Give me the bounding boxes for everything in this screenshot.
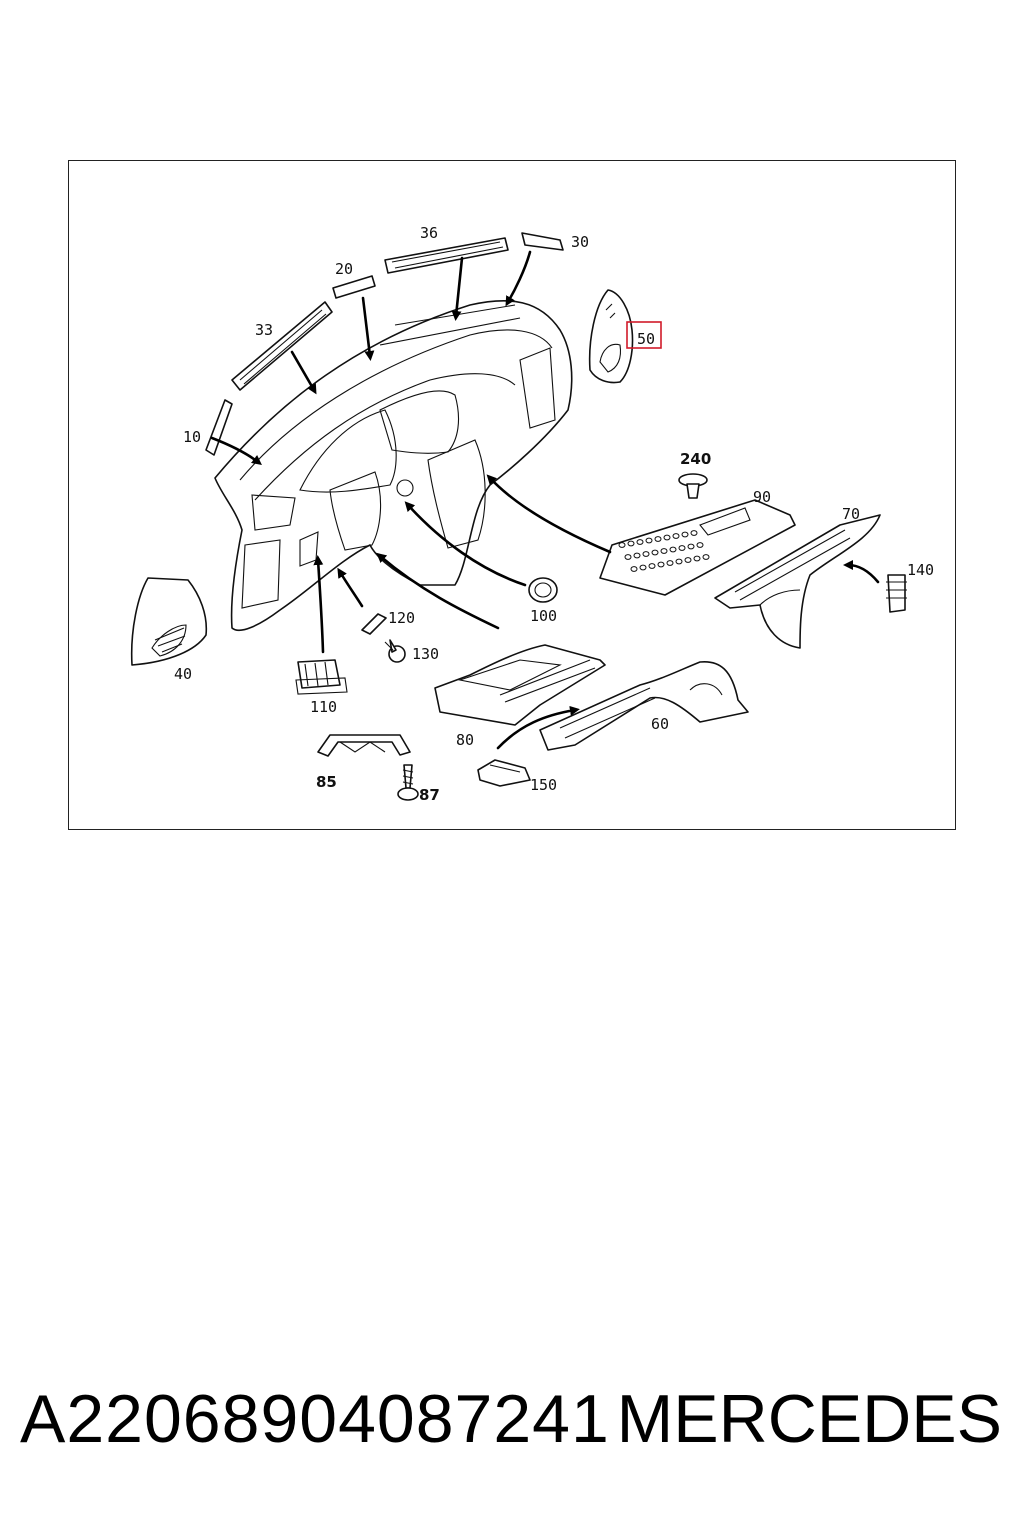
panel-hole <box>624 554 632 560</box>
label-33: 33 <box>255 321 273 339</box>
label-30: 30 <box>571 233 589 251</box>
label-150: 150 <box>530 776 557 794</box>
brand-text: MERCEDES <box>616 1381 1002 1457</box>
label-85: 85 <box>316 773 337 791</box>
panel-hole <box>633 552 641 559</box>
part-130-screw <box>384 639 406 663</box>
label-87: 87 <box>419 786 440 804</box>
part-87-screw <box>397 764 419 801</box>
part-150-switch <box>477 759 531 787</box>
label-50: 50 <box>637 330 655 348</box>
part-100-ring <box>404 501 558 603</box>
part-85-bracket <box>317 734 411 757</box>
panel-hole <box>681 531 689 538</box>
dashboard-body <box>214 300 573 632</box>
panel-hole <box>687 543 695 550</box>
label-10: 10 <box>183 428 201 446</box>
panel-hole <box>651 549 659 556</box>
part-36-defrost-vent <box>384 237 509 321</box>
label-60: 60 <box>651 715 669 733</box>
panel-hole <box>642 551 650 557</box>
footer-bar: A22068904087241 MERCEDES <box>0 1380 1024 1470</box>
label-90: 90 <box>753 488 771 506</box>
panel-hole <box>702 554 710 560</box>
panel-hole <box>678 545 686 551</box>
panel-hole <box>660 548 668 554</box>
panel-hole <box>690 530 698 536</box>
panel-hole <box>675 558 683 565</box>
part-80-lower-panel <box>434 644 606 726</box>
part-70-lower-trim <box>714 514 881 649</box>
part-20-center-vent <box>332 275 376 361</box>
part-140-sensor <box>843 560 907 613</box>
label-130: 130 <box>412 645 439 663</box>
panel-hole <box>663 534 671 541</box>
label-100: 100 <box>530 607 557 625</box>
panel-hole <box>645 537 653 544</box>
panel-hole <box>684 557 692 563</box>
panel-hole <box>657 561 665 568</box>
part-33-left-defrost-vent <box>231 301 333 395</box>
part-120-clip <box>337 567 387 635</box>
panel-hole <box>636 539 644 545</box>
panel-hole <box>618 542 626 548</box>
diagram-frame <box>68 160 956 830</box>
panel-hole <box>654 536 662 542</box>
part-10-side-strip <box>205 399 262 466</box>
label-240: 240 <box>680 450 711 468</box>
arrow-90 <box>486 474 612 554</box>
label-70: 70 <box>842 505 860 523</box>
panel-hole <box>672 533 680 539</box>
panel-hole <box>696 542 704 548</box>
panel-hole <box>693 555 701 562</box>
panel-hole <box>627 540 635 547</box>
highlight-box-50 <box>626 321 662 349</box>
callout-labels: 36 30 20 33 50 10 240 90 70 140 100 120 … <box>174 224 934 804</box>
part-50-side-cover <box>588 289 634 384</box>
panel-hole <box>666 560 674 566</box>
label-120: 120 <box>388 609 415 627</box>
label-140: 140 <box>907 561 934 579</box>
part-90-knee-panel <box>599 499 796 596</box>
panel-hole <box>669 546 677 553</box>
label-40: 40 <box>174 665 192 683</box>
label-20: 20 <box>335 260 353 278</box>
part-number-text: A22068904087241 <box>20 1381 610 1457</box>
part-240-clip <box>678 473 708 499</box>
part-60-console-trim <box>496 660 749 751</box>
label-110: 110 <box>310 698 337 716</box>
panel-hole <box>630 566 638 572</box>
arrow-80 <box>376 552 500 630</box>
label-36: 36 <box>420 224 438 242</box>
label-80: 80 <box>456 731 474 749</box>
part-30-side-vent <box>505 232 564 307</box>
part-40-end-cover <box>130 577 208 666</box>
panel-hole <box>648 563 656 569</box>
part-110-vent-housing <box>295 555 348 695</box>
panel-hole <box>639 564 647 571</box>
